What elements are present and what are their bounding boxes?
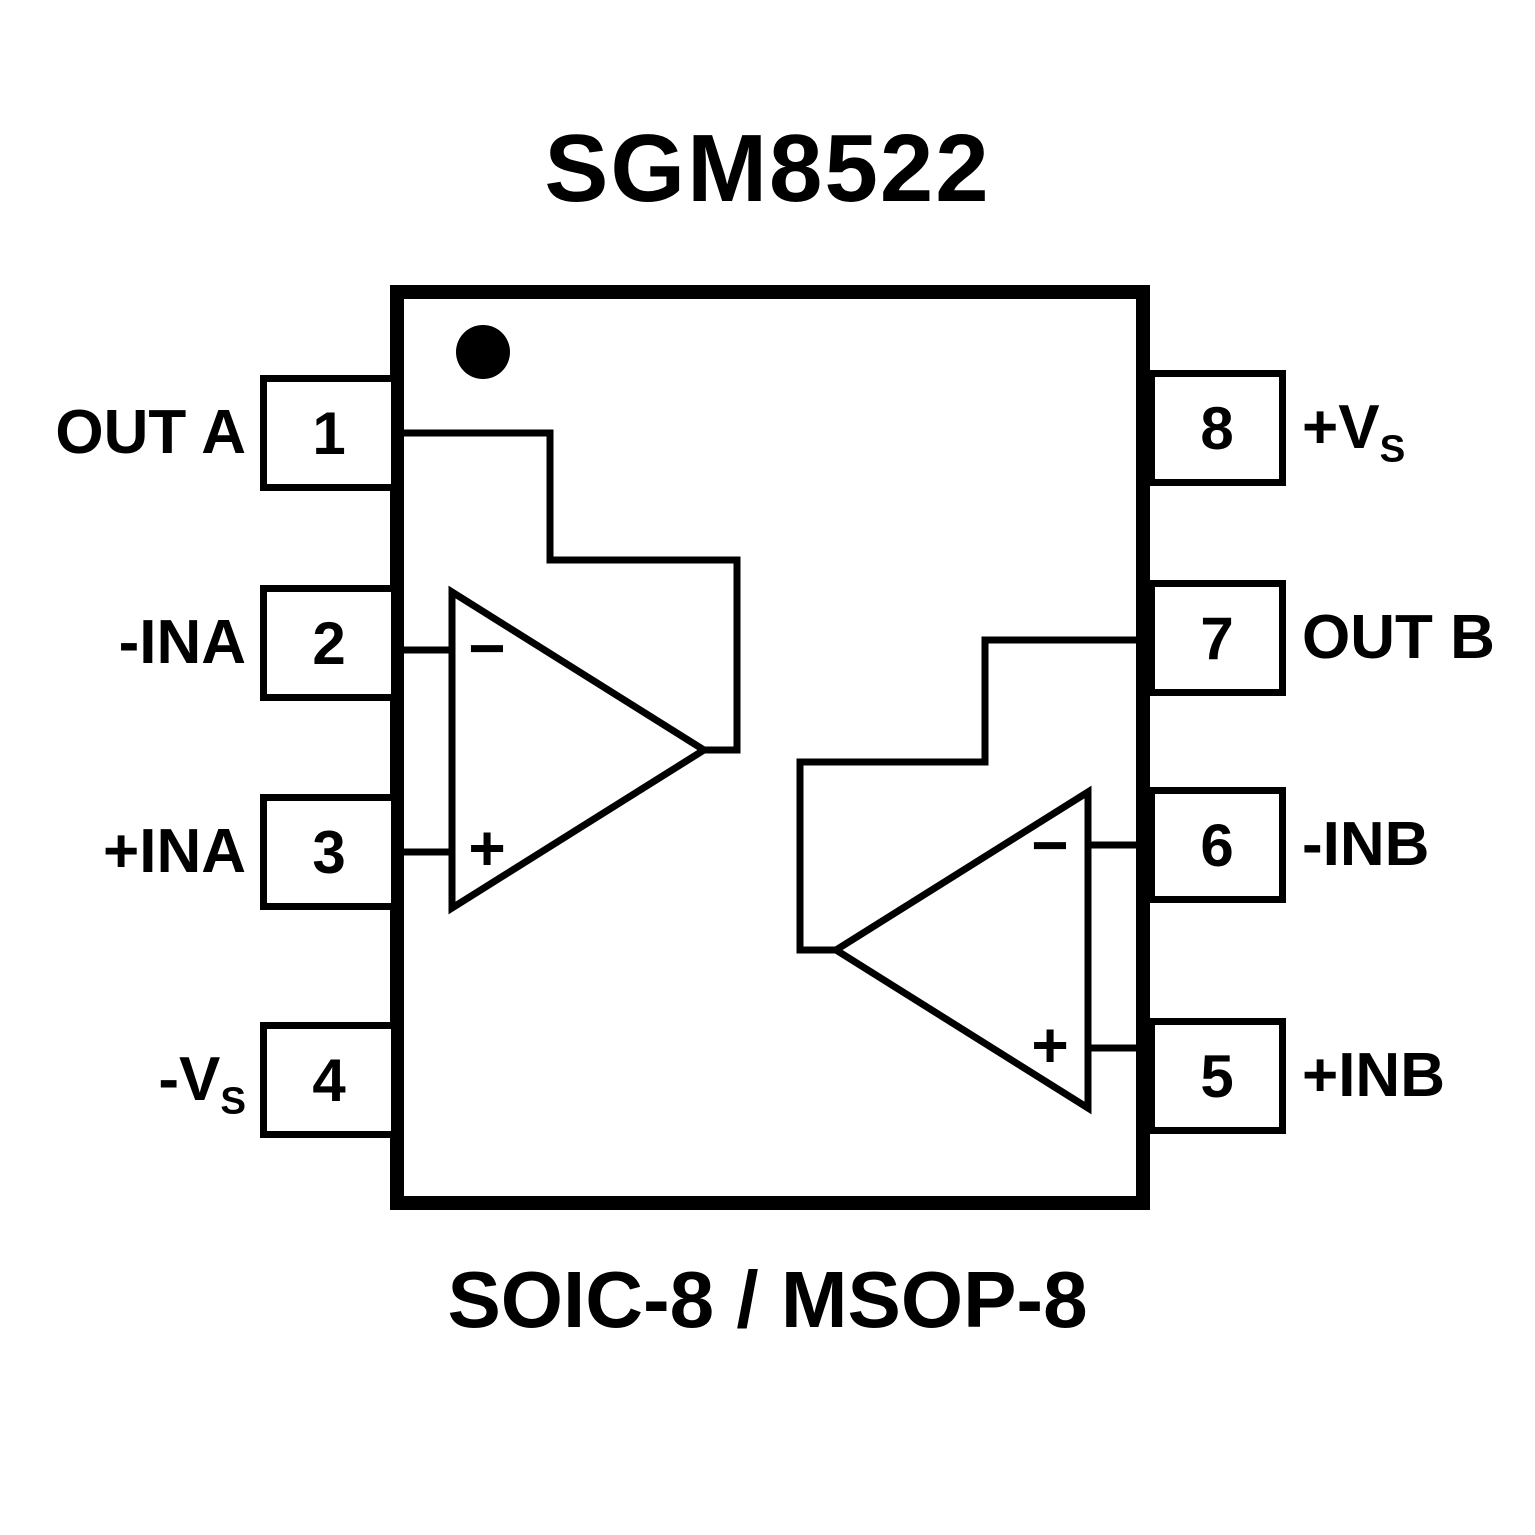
pin-number: 4 <box>312 1046 346 1114</box>
pin-label-text: -INA <box>118 608 246 677</box>
pin-box-5: 5 <box>1148 1018 1286 1134</box>
pin-number: 7 <box>1200 604 1234 672</box>
pin-label-pos-ina: +INA <box>18 794 246 910</box>
pin-label-neg-inb: -INB <box>1302 787 1532 903</box>
pin-box-7: 7 <box>1148 580 1286 696</box>
pin-label-subscript: S <box>1379 427 1406 471</box>
opamp-a-triangle <box>448 585 711 915</box>
pin-box-2: 2 <box>260 585 398 701</box>
pin-number: 5 <box>1200 1042 1234 1110</box>
pin-box-4: 4 <box>260 1022 398 1138</box>
pin-number: 6 <box>1200 811 1234 879</box>
pin-label-out-a: OUT A <box>18 375 246 491</box>
pin-number: 3 <box>312 818 346 886</box>
pin1-indicator-dot <box>456 325 510 379</box>
pin-label-text: OUT B <box>1302 603 1495 672</box>
pin-label-subscript: S <box>220 1079 246 1123</box>
pin-number: 2 <box>312 609 346 677</box>
wire-out-b <box>796 636 1148 954</box>
package-label: SOIC-8 / MSOP-8 <box>447 1255 1088 1344</box>
opamp-b-noninverting-sign: + <box>1031 1009 1069 1081</box>
wire-out-a <box>400 429 741 754</box>
pin-label-neg-ina: -INA <box>18 585 246 701</box>
pin-box-8: 8 <box>1148 370 1286 486</box>
pin-label-pos-vs: +VS <box>1302 370 1532 486</box>
pin-label-pos-inb: +INB <box>1302 1018 1532 1134</box>
pin-number: 1 <box>312 399 346 467</box>
pin-label-text: +INB <box>1302 1041 1445 1110</box>
pin-label-text: +INA <box>103 817 246 886</box>
pin-number: 8 <box>1200 394 1234 462</box>
pin-label-text: OUT A <box>55 398 246 467</box>
opamp-b-inverting-sign: − <box>1031 809 1069 881</box>
pin-box-6: 6 <box>1148 787 1286 903</box>
pin-label-text: -V <box>158 1045 221 1114</box>
pin-label-neg-vs: -VS <box>18 1022 246 1138</box>
pin-label-text: +V <box>1302 393 1380 462</box>
pin-label-out-b: OUT B <box>1302 580 1532 696</box>
opamp-a-noninverting-sign: + <box>468 812 506 884</box>
pin-box-3: 3 <box>260 794 398 910</box>
opamp-b-triangle <box>829 785 1092 1115</box>
opamp-a-inverting-sign: − <box>468 612 506 684</box>
page-title: SGM8522 <box>544 115 991 222</box>
pin-label-text: -INB <box>1302 810 1430 879</box>
pin-box-1: 1 <box>260 375 398 491</box>
